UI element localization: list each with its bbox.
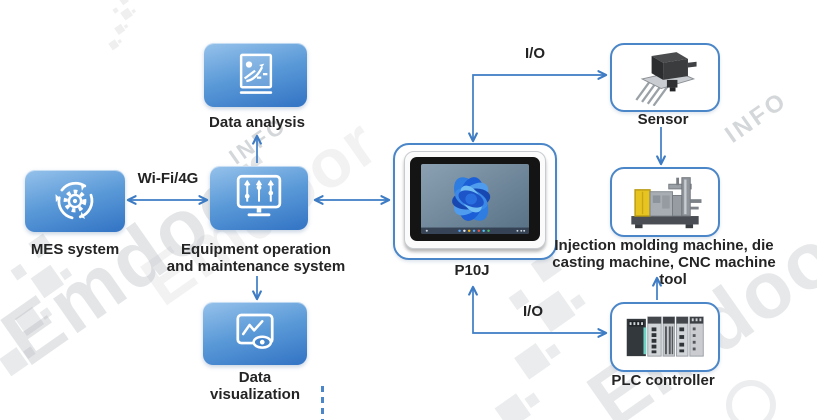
watermark-info: INFO	[720, 86, 793, 149]
equipment-system-label: Equipment operation and maintenance syst…	[166, 241, 346, 275]
data-visualization-tile	[203, 302, 307, 365]
machine-box	[610, 167, 720, 237]
mes-system-tile	[25, 170, 125, 232]
sensor-label: Sensor	[637, 111, 689, 128]
tablet-box	[393, 143, 557, 260]
connector-tablet-sensor	[468, 70, 608, 143]
sensor-box	[610, 43, 720, 112]
data-visualization-label: Data visualization	[209, 369, 301, 403]
mes-system-label: MES system	[30, 241, 120, 258]
io-top-label: I/O	[524, 45, 545, 62]
data-analysis-tile	[204, 43, 307, 107]
tablet-shell	[404, 151, 546, 249]
tablet-bezel	[410, 157, 540, 241]
page-break-dashed-line	[321, 386, 324, 420]
watermark-arc	[726, 380, 776, 420]
watermark-pixel-logo	[91, 0, 155, 57]
injection-molding-machine-photo	[631, 177, 702, 229]
equipment-system-tile	[210, 166, 308, 230]
machine-label: Injection molding machine, die casting m…	[552, 237, 776, 288]
tablet-screen	[421, 164, 529, 234]
sensor-photo	[635, 51, 697, 106]
monitor-sliders-icon	[236, 174, 282, 217]
wifi-4g-label: Wi-Fi/4G	[137, 170, 199, 187]
tablet-label: P10J	[454, 262, 490, 279]
analysis-board-icon	[239, 53, 272, 94]
plc-box	[610, 302, 720, 372]
data-analysis-label: Data analysis	[209, 114, 305, 131]
plc-controller-photo	[626, 316, 704, 357]
io-bottom-label: I/O	[522, 303, 543, 320]
plc-label: PLC controller	[611, 372, 715, 389]
windows-bloom-wallpaper	[421, 164, 529, 234]
taskbar	[421, 227, 529, 234]
mes-gear-sync-icon	[55, 181, 94, 220]
chart-eye-icon	[236, 313, 274, 349]
